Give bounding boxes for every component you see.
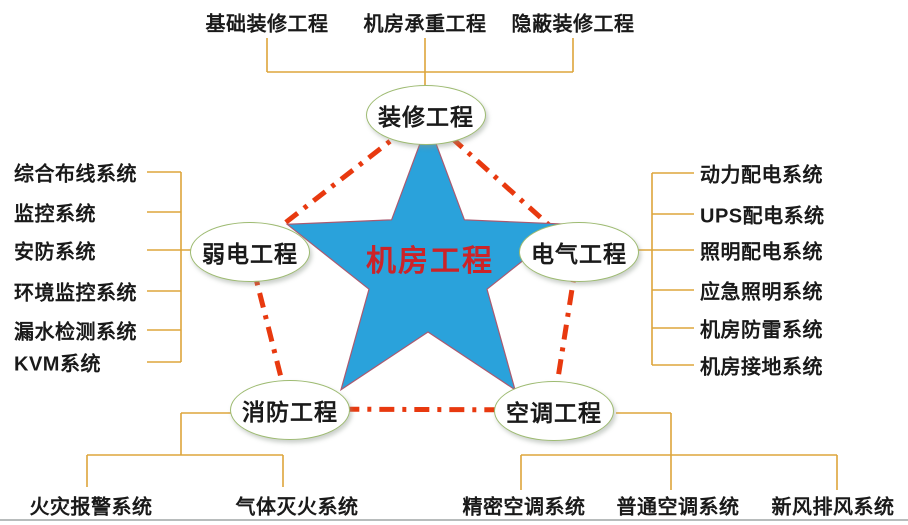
node-fire-protection-engineering: 消防工程	[230, 380, 350, 440]
label-basic-decoration: 基础装修工程	[205, 13, 329, 36]
label-lighting-distribution-system: 照明配电系统	[700, 241, 823, 264]
label-monitoring-system: 监控系统	[14, 203, 96, 226]
label-emergency-lighting-system: 应急照明系统	[700, 281, 823, 304]
label-leak-detection-system: 漏水检测系统	[14, 321, 137, 344]
label-cabling-system: 综合布线系统	[14, 163, 137, 186]
center-star-shape	[285, 120, 571, 392]
label-security-system: 安防系统	[14, 241, 96, 264]
label-ups-distribution-system: UPS配电系统	[700, 205, 825, 228]
label-lightning-protection-system: 机房防雷系统	[700, 319, 823, 342]
node-weak-current-engineering: 弱电工程	[190, 222, 310, 282]
right-branch-connector	[637, 172, 694, 366]
label-room-load-bearing: 机房承重工程	[363, 13, 487, 36]
label-gas-extinguish-system: 气体灭火系统	[235, 496, 359, 519]
label-ordinary-ac-system: 普通空调系统	[616, 496, 740, 519]
bottom-right-branch-connector	[520, 412, 838, 490]
label-fire-alarm-system: 火灾报警系统	[29, 496, 153, 519]
node-electrical-engineering: 电气工程	[519, 222, 639, 282]
top-branch-connector	[266, 38, 574, 88]
label-concealed-decoration: 隐蔽装修工程	[511, 13, 635, 36]
label-grounding-system: 机房接地系统	[700, 356, 823, 379]
node-air-conditioning-engineering: 空调工程	[494, 381, 614, 441]
node-decoration-engineering: 装修工程	[366, 85, 486, 145]
label-power-distribution-system: 动力配电系统	[700, 164, 823, 187]
label-env-monitoring-system: 环境监控系统	[14, 282, 137, 305]
bottom-left-branch-connector	[86, 412, 284, 487]
label-precision-ac-system: 精密空调系统	[462, 496, 586, 519]
label-kvm-system: KVM系统	[14, 353, 101, 376]
left-branch-connector	[147, 171, 193, 363]
label-fresh-air-system: 新风排风系统	[771, 496, 895, 519]
center-star-label: 机房工程	[366, 245, 494, 278]
